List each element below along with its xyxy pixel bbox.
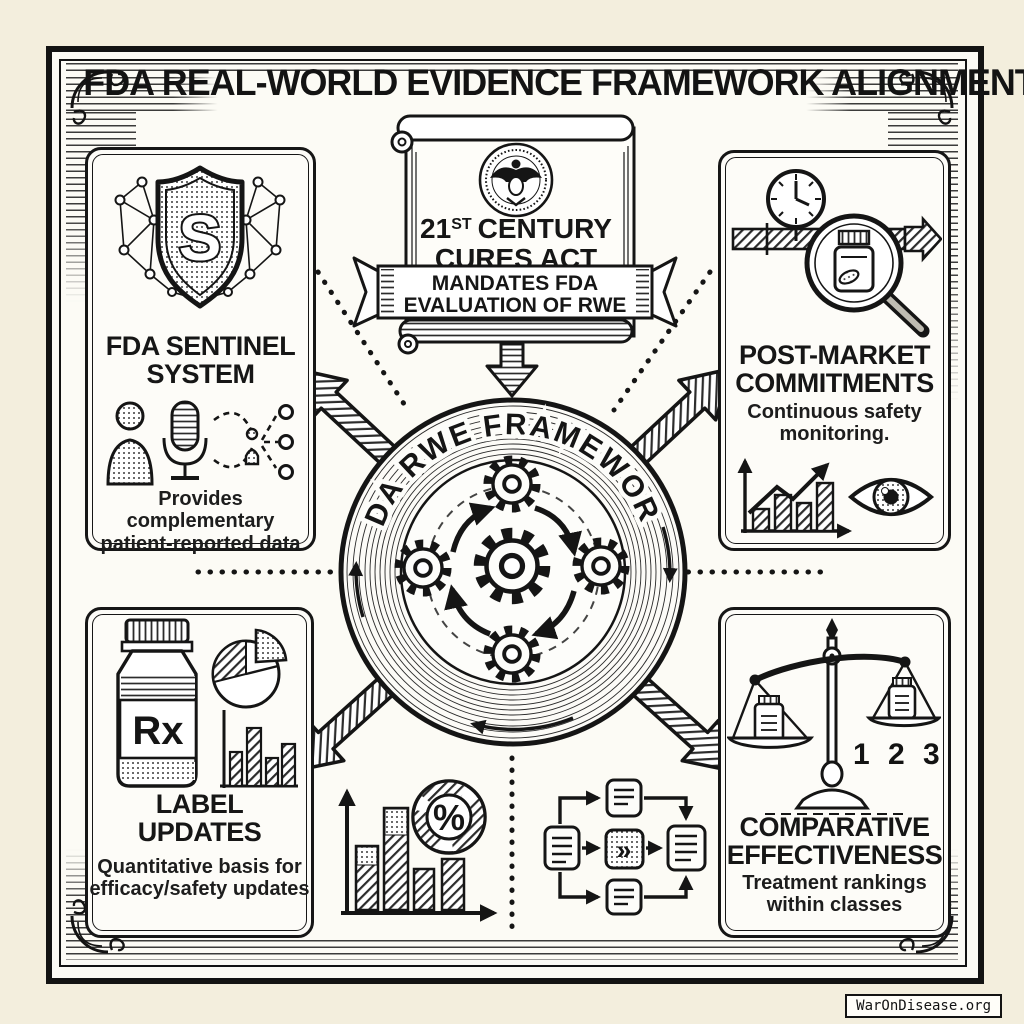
sentinel-sub-line1: Provides	[158, 488, 243, 510]
right-pan-vial	[865, 677, 941, 728]
post-market-sub-line1: Continuous safety	[747, 401, 922, 423]
label-updates-title-line1: LABEL	[155, 789, 244, 819]
label-updates-sub-line2: efficacy/safety updates	[89, 878, 310, 901]
comparative-sub-line2: within classes	[766, 894, 903, 917]
mandate-ribbon: MANDATES FDA EVALUATION OF RWE	[352, 256, 678, 328]
sentinel-sub-line3: patient-reported data	[100, 532, 301, 555]
federal-seal-icon	[478, 142, 554, 218]
inner-cycle-arrows	[444, 502, 582, 640]
document-flowchart-icon: »	[543, 778, 707, 916]
monitoring-icons	[737, 458, 935, 539]
capsule-icon	[838, 269, 860, 285]
arrow-cures-to-hub	[485, 342, 539, 398]
sentinel-title-line1: FDA SENTINEL	[105, 331, 296, 361]
shield-icon	[155, 165, 245, 309]
scroll-bottom-roll	[398, 318, 634, 344]
panel-post-market: POST-MARKET COMMITMENTS Continuous safet…	[718, 150, 951, 551]
comparative-title-line1: COMPARATIVE	[739, 812, 931, 842]
cures-act-number: 21	[420, 213, 451, 244]
shield-letter: S	[179, 202, 222, 274]
sentinel-shield-network-icon: S	[114, 165, 286, 309]
comparative-title-line2: EFFECTIVENESS	[726, 840, 943, 871]
mini-bar-chart-icon	[220, 710, 298, 788]
cures-act-ordinal: ST	[451, 216, 472, 233]
small-person-icon	[244, 448, 260, 466]
cures-act-title-line1: 21ST CENTURY	[420, 213, 612, 244]
post-market-sub-line2: monitoring.	[779, 423, 890, 446]
person-icon	[106, 438, 154, 486]
rx-bottle-icon: Rx	[116, 618, 198, 788]
fda-rwe-framework-hub: FDA RWE FRAMEWORK	[338, 397, 688, 747]
watermark-link[interactable]: WarOnDisease.org	[845, 994, 1002, 1018]
patient-microphone-icon	[106, 400, 294, 486]
ranking-numbers: 1 2 3	[853, 738, 945, 771]
engraved-lines-top2	[66, 77, 958, 111]
dotted-connectors	[195, 269, 833, 939]
label-updates-sub-line1: Quantitative basis for	[97, 856, 302, 878]
pie-chart-icon	[211, 628, 288, 709]
rx-label: Rx	[132, 709, 183, 753]
panel-label-updates: Rx LABEL UPDATES Quantitative basis for …	[85, 607, 314, 938]
forward-arrow-icon	[903, 215, 942, 263]
microphone-icon	[170, 400, 200, 452]
engraved-lines-top	[66, 63, 958, 76]
bar-chart-percent-icon: %	[338, 779, 498, 922]
label-updates-icons: Rx	[116, 618, 298, 788]
mandate-line1: MANDATES FDA	[432, 272, 598, 295]
left-pan-vial	[727, 695, 815, 749]
post-market-title-line2: COMMITMENTS	[735, 368, 934, 399]
comparative-sub-line1: Treatment rankings	[742, 872, 927, 894]
scroll-top-roll	[396, 114, 635, 142]
percent-icon: %	[433, 797, 465, 838]
sentinel-title-line2: SYSTEM	[146, 359, 255, 390]
balance-scale-icon	[727, 618, 941, 815]
scale-base	[794, 788, 870, 810]
page-title: FDA REAL-WORLD EVIDENCE FRAMEWORK ALIGNM…	[83, 62, 1024, 103]
detached-slice	[254, 628, 288, 664]
post-market-title-line1: POST-MARKET	[738, 340, 931, 370]
panel-fda-sentinel: S FDA SENTINEL SYSTEM Provides complemen…	[85, 147, 316, 555]
eagle-wings	[490, 167, 542, 182]
eye-icon	[847, 478, 935, 516]
label-updates-title-line2: UPDATES	[137, 817, 262, 848]
timeline-surveillance-icon	[731, 169, 942, 338]
sentinel-sub-line2: complementary	[126, 510, 275, 533]
magnifier-pill-bottle-icon	[804, 213, 930, 338]
mandate-line2: EVALUATION OF RWE	[404, 294, 627, 317]
fast-forward-icon: »	[616, 835, 631, 865]
engraved-lines-bottom	[66, 940, 958, 960]
scale-beam	[752, 653, 908, 683]
clock-icon	[766, 169, 826, 229]
panel-comparative: 1 2 3 COMPARATIVE EFFECTIVENESS Treatmen…	[718, 607, 951, 938]
trend-chart-icon	[737, 458, 852, 539]
ring-cycle-arrows	[348, 526, 678, 735]
cures-act-word: CENTURY	[478, 213, 613, 244]
inner-frame-line	[59, 59, 967, 967]
